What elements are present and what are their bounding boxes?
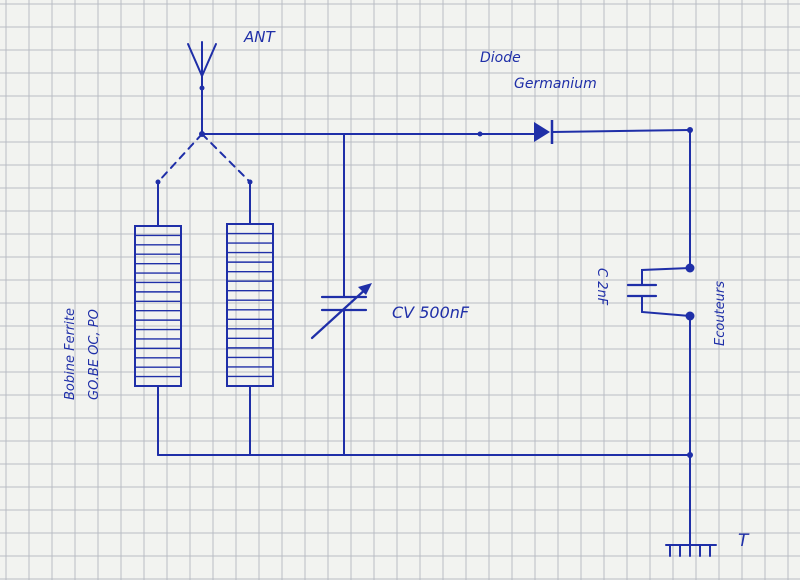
- junction-dot: [687, 127, 693, 133]
- antenna-icon: [187, 41, 217, 89]
- fixed-capacitor-icon: [626, 283, 658, 298]
- variable-capacitor-arrow-icon: [358, 283, 372, 295]
- ferrite-coil-go-be: [134, 225, 182, 387]
- variable-capacitor-icon: [310, 285, 370, 340]
- coil-label-line2: GO.BE OC, PO: [87, 309, 102, 400]
- selector-dashed-left: [157, 133, 203, 183]
- selector-dashed-right: [201, 133, 251, 183]
- c2nf-wire-bottom: [641, 295, 691, 317]
- earphone-terminal-dot: [685, 311, 695, 321]
- junction-dot: [477, 131, 483, 137]
- junction-dot: [247, 179, 253, 185]
- c2nf-wire-top: [641, 267, 691, 285]
- earphones-label: Ecouteurs: [713, 281, 728, 346]
- junction-dot: [687, 452, 693, 458]
- junction-dots: [155, 85, 695, 458]
- diode-icon: [534, 120, 554, 144]
- ferrite-coil-oc-po: [226, 223, 274, 387]
- junction-dot: [155, 179, 161, 185]
- earphone-terminal-dot: [685, 263, 695, 273]
- diode-label-line1: Diode: [480, 50, 521, 66]
- junction-dot: [199, 85, 205, 91]
- fixed-capacitor-label: C 2nF: [594, 268, 609, 306]
- junction-dot: [199, 131, 205, 137]
- diode-output-wire: [551, 129, 691, 133]
- diode-label-line2: Germanium: [514, 76, 597, 92]
- ground-icon: [665, 544, 717, 557]
- variable-capacitor-label: CV 500nF: [392, 303, 470, 322]
- antenna-label: ANT: [243, 28, 276, 46]
- coil-label-line1: Bobine Ferrite: [63, 308, 78, 400]
- ground-label: T: [738, 531, 750, 551]
- circuit-wires: [157, 87, 691, 546]
